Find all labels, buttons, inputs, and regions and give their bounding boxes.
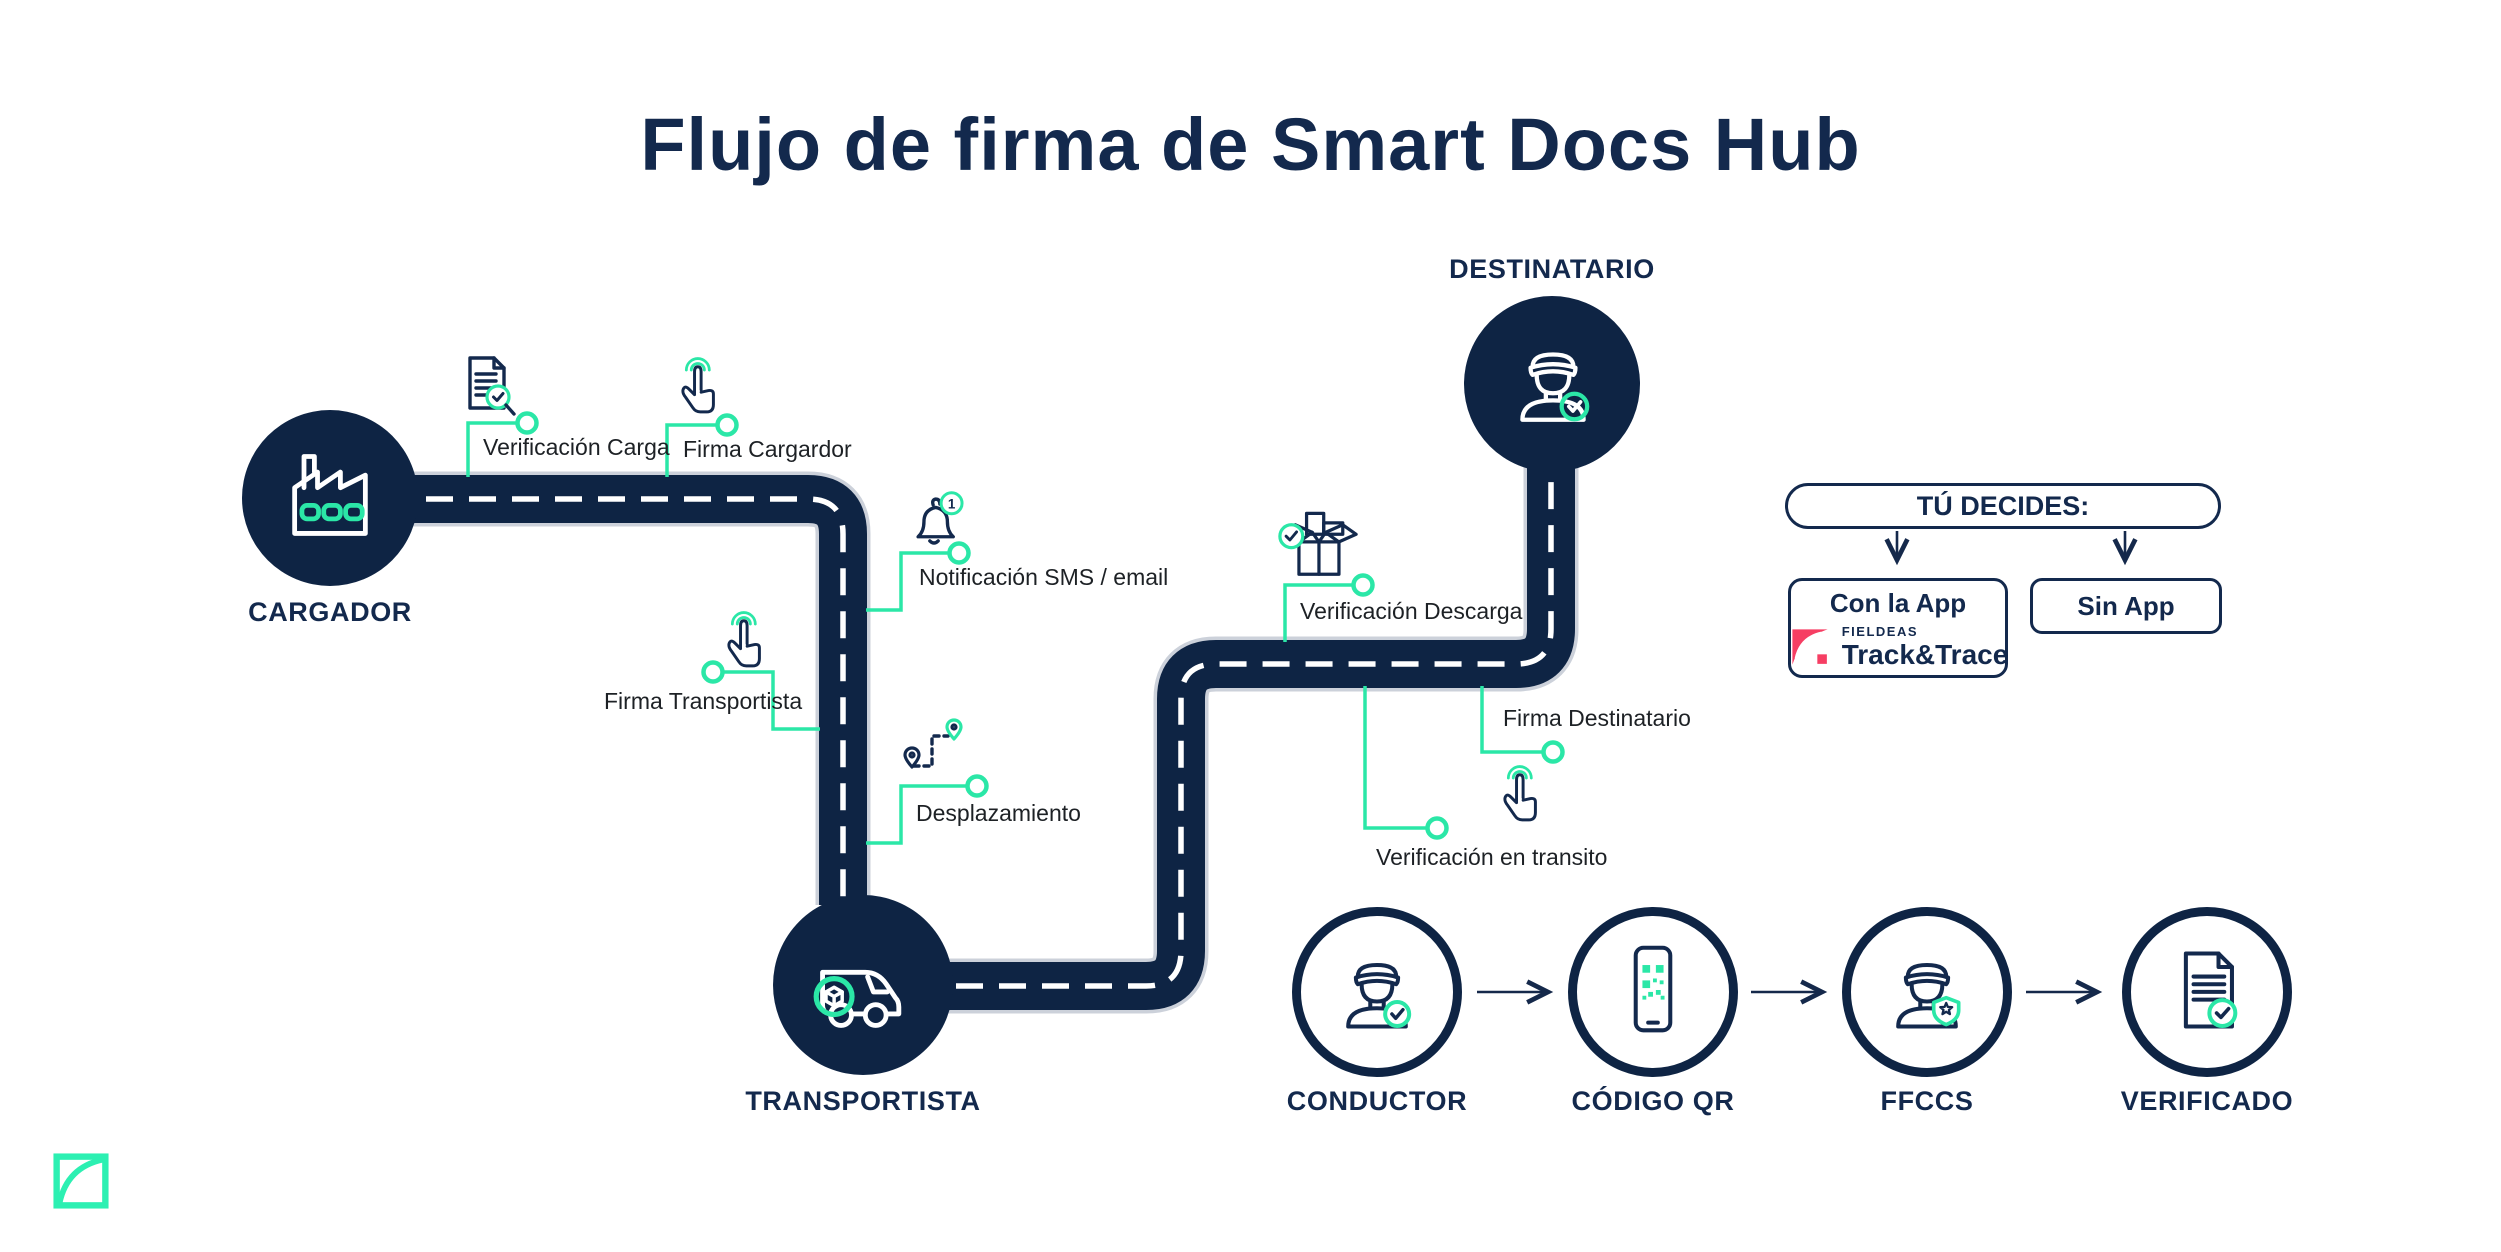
tap-signature-icon (668, 352, 726, 416)
qr-phone-icon (1605, 940, 1701, 1040)
factory-icon (278, 444, 382, 548)
tap-signature-icon-destinatario (1490, 760, 1548, 824)
option-sin-app-label: Sin App (2077, 590, 2175, 621)
notification-badge: 1 (948, 496, 956, 511)
checkpoint-connectors (466, 421, 1543, 845)
decision-title: TÚ DECIDES: (1916, 490, 2090, 521)
fieldeas-brand: FIELDEAS Track&Trace (1788, 623, 2009, 670)
recipient-person-icon (1502, 330, 1604, 432)
checkpoint-firma-transportista: Firma Transportista (604, 688, 803, 714)
corner-brand-icon (52, 1152, 110, 1210)
codigo-qr-node (1568, 907, 1738, 1077)
brand-product: Track&Trace (1841, 638, 2009, 670)
conductor-person-icon (1329, 942, 1425, 1038)
fieldeas-logo-icon (1792, 628, 1828, 665)
checkpoint-firma-cargador: Firma Cargardor (683, 436, 852, 462)
transportista-label: TRANSPORTISTA (745, 1086, 981, 1116)
checkpoint-verificacion-transito: Verificación en transito (1376, 844, 1608, 870)
road-centerline (340, 430, 1554, 989)
checkpoint-firma-destinatario: Firma Destinatario (1503, 705, 1691, 731)
transportista-node (773, 895, 953, 1075)
verified-document-icon (2159, 940, 2255, 1040)
ffccs-label: FFCCS (1880, 1086, 1974, 1116)
conductor-label: CONDUCTOR (1286, 1086, 1468, 1116)
cargador-node (242, 410, 418, 586)
option-con-app-label: Con la App (1829, 587, 1967, 618)
checkpoint-verificacion-descarga: Verificación Descarga (1300, 598, 1523, 624)
codigo-qr-label: CÓDIGO QR (1571, 1086, 1735, 1116)
option-con-app-box: Con la App FIELDEAS Track&Trace (1788, 578, 2008, 678)
route-pins-icon (898, 714, 984, 784)
open-box-verify-icon (1272, 500, 1364, 580)
ffccs-node (1842, 907, 2012, 1077)
page-title: Flujo de firma de Smart Docs Hub (640, 103, 1861, 186)
connector-endpoint-dots (515, 411, 1565, 840)
conductor-node (1292, 907, 1462, 1077)
ffccs-person-shield-icon (1879, 942, 1975, 1038)
checkpoint-verificacion-carga: Verificación Carga (483, 434, 670, 460)
flow-arrows (1477, 531, 2138, 1005)
destinatario-node (1464, 296, 1640, 472)
verificado-label: VERIFICADO (2120, 1086, 2294, 1116)
cargador-label: CARGADOR (248, 597, 412, 627)
notification-bell-icon: 1 (898, 488, 970, 552)
decision-pill: TÚ DECIDES: (1785, 483, 2221, 529)
checkpoint-desplazamiento: Desplazamiento (916, 800, 1081, 826)
document-verify-icon (462, 348, 528, 420)
option-sin-app-box: Sin App (2030, 578, 2222, 634)
tap-signature-icon-transportista (714, 606, 772, 670)
truck-icon (803, 933, 923, 1037)
checkpoint-notificacion: Notificación SMS / email (919, 564, 1169, 590)
brand-name: FIELDEAS (1841, 623, 1919, 639)
destinatario-label: DESTINATARIO (1449, 254, 1655, 284)
